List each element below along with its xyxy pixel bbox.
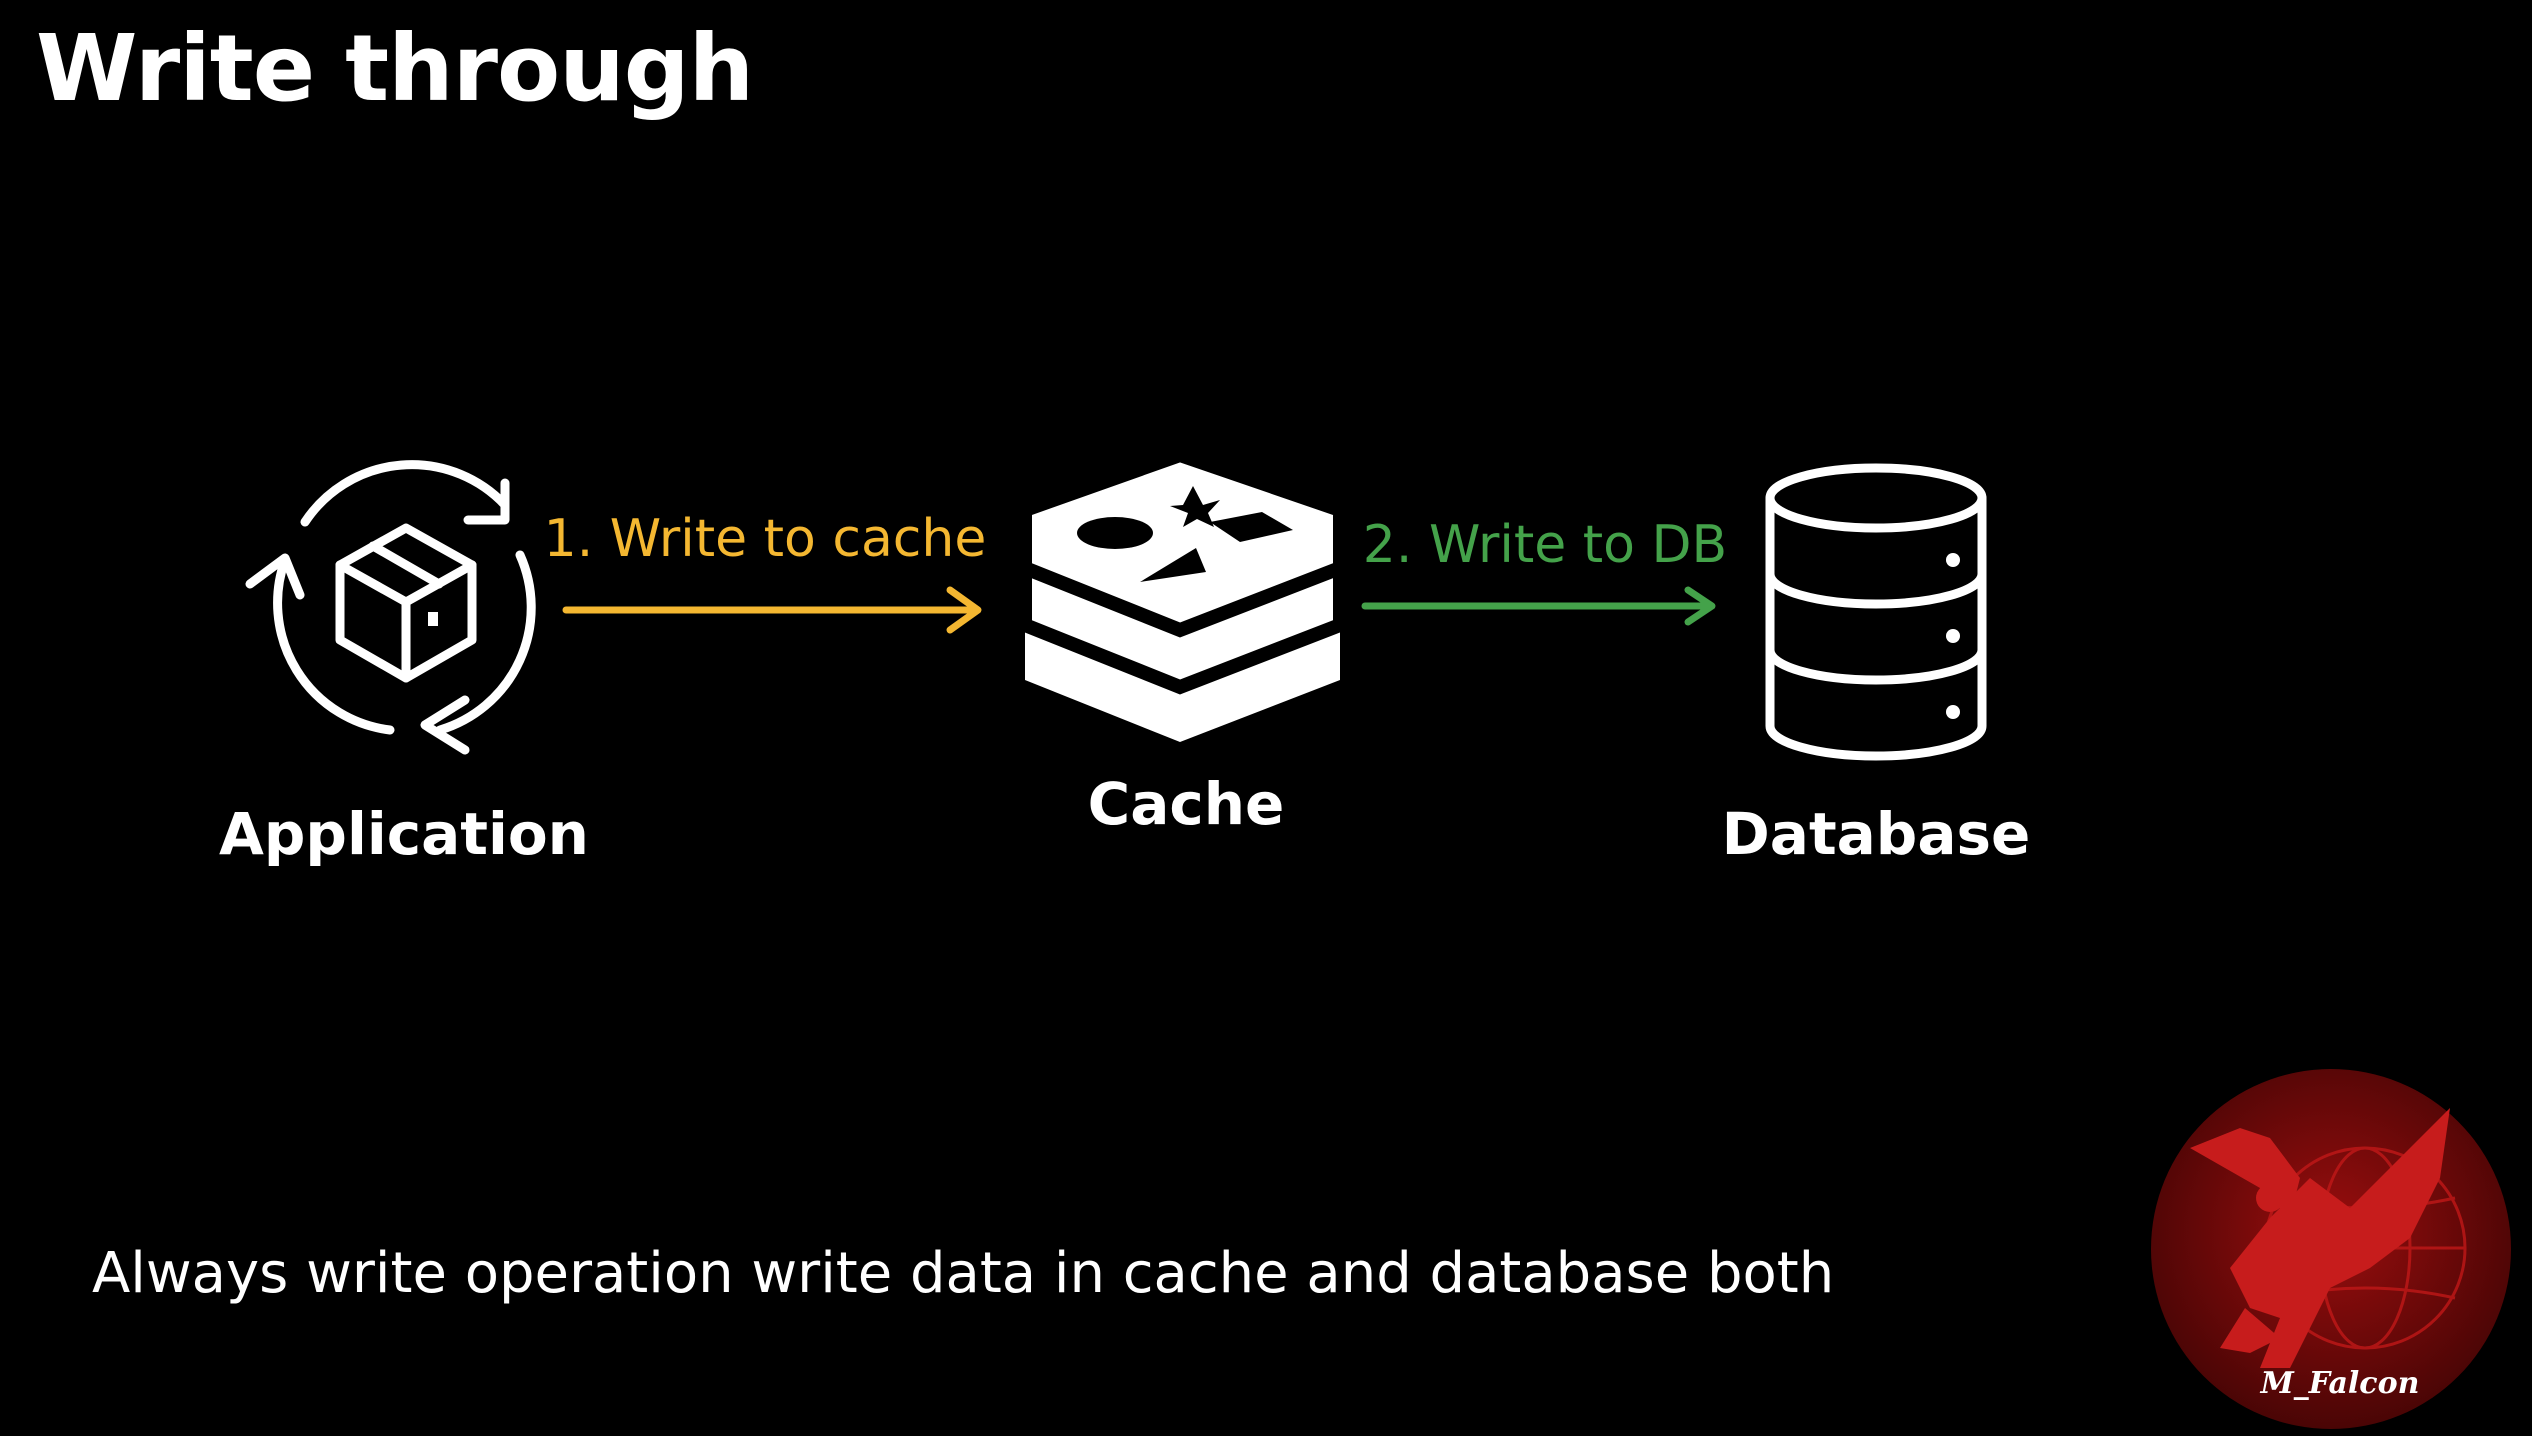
redis-cache-icon — [1018, 447, 1347, 742]
node-label-database: Database — [1721, 800, 2031, 868]
application-cycle-box-icon — [245, 460, 536, 755]
caption: Always write operation write data in cac… — [92, 1241, 1835, 1306]
edge-label-write-to-db: 2. Write to DB — [1362, 515, 1728, 575]
falcon-icon — [2190, 1108, 2450, 1368]
edge-arrow-write-to-db — [1361, 586, 1716, 626]
watermark-text: M_Falcon — [2260, 1366, 2420, 1401]
edge-label-write-to-cache: 1. Write to cache — [543, 509, 987, 569]
edge-arrow-write-to-cache — [562, 586, 982, 634]
page-title: Write through — [36, 15, 754, 122]
node-label-cache: Cache — [1087, 770, 1285, 838]
falcon-watermark-logo — [2151, 1069, 2511, 1429]
node-label-application: Application — [219, 800, 589, 868]
database-cylinder-icon — [1765, 463, 1987, 761]
